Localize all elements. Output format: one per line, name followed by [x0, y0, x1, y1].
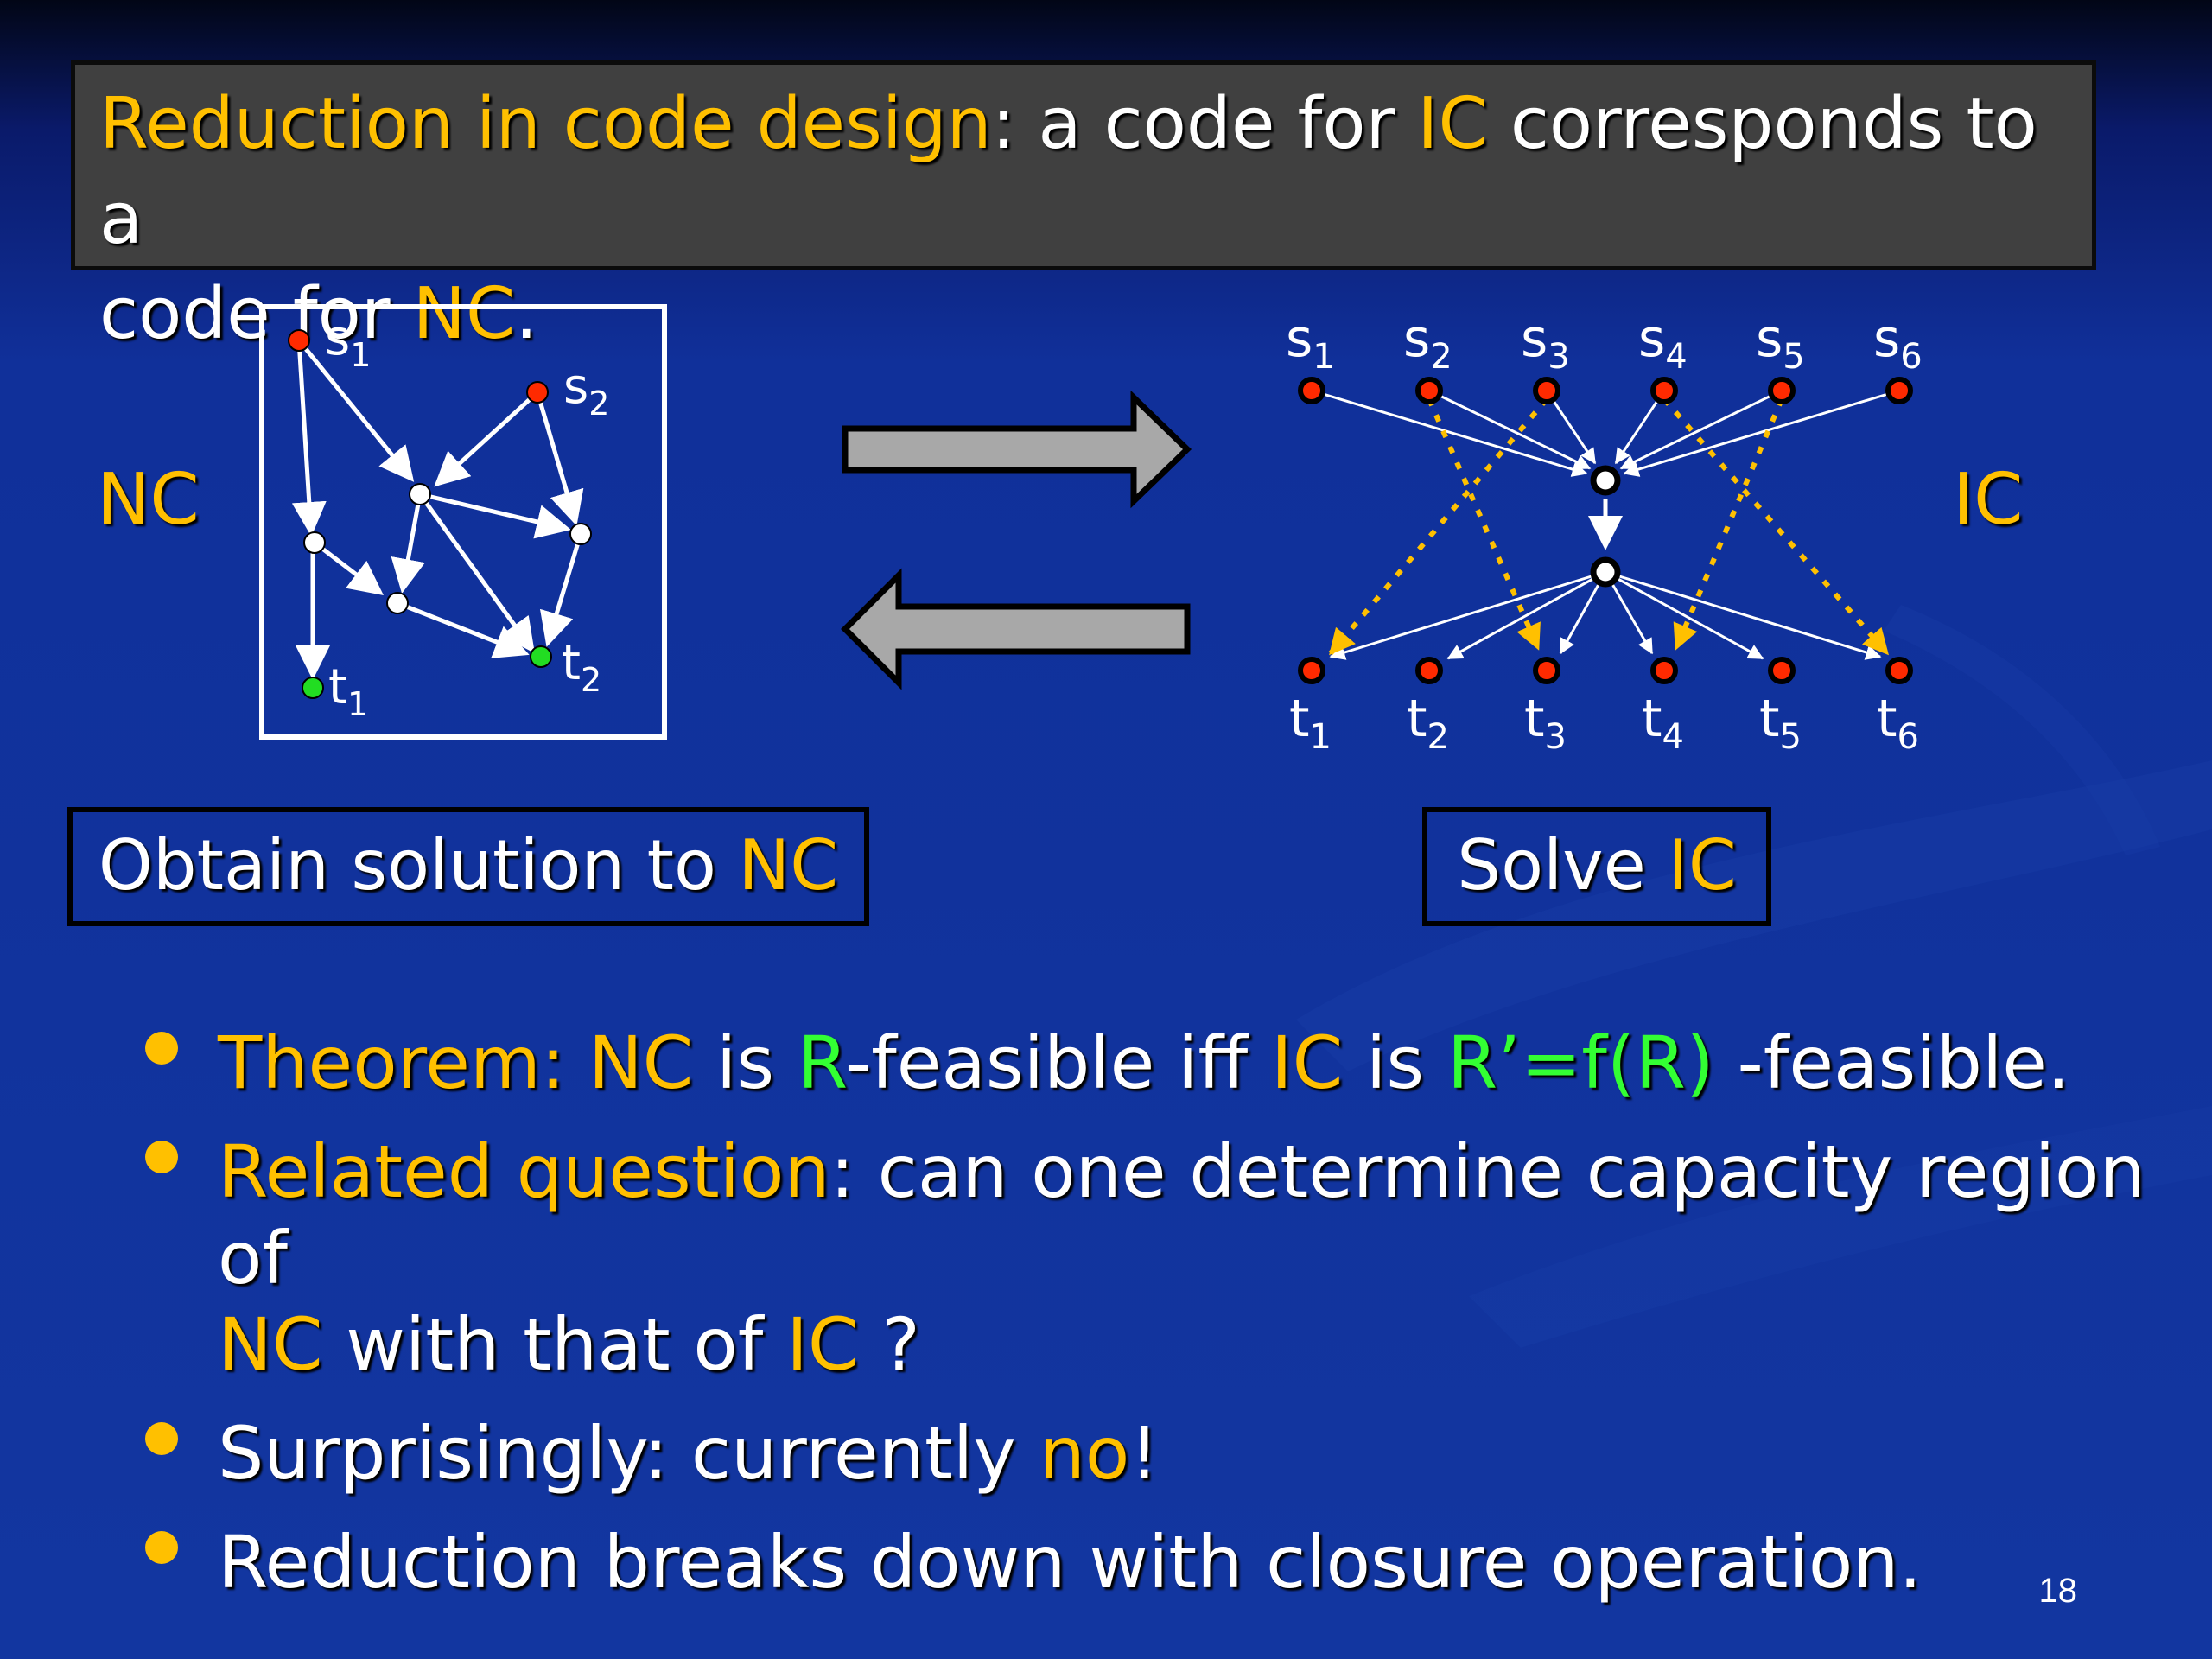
- ic-source-labels: s1 s2 s3 s4 s5 s6: [1286, 308, 1923, 377]
- ic-label-t1: t1: [1289, 689, 1332, 757]
- right-arrow-icon: [842, 390, 1192, 509]
- nc-edge: [417, 493, 535, 654]
- bullet-dot-icon: [145, 1422, 178, 1455]
- nc-edge: [539, 533, 583, 647]
- title-line2c: .: [515, 273, 538, 355]
- caption-left-text: Obtain solution to: [98, 825, 739, 906]
- nc-label-t2: t2: [562, 635, 601, 699]
- ic-edges: [1311, 389, 1900, 660]
- ic-label-s1: s1: [1286, 308, 1335, 377]
- nc-label-s1: s1: [325, 310, 371, 374]
- caption-right-text: Solve: [1457, 825, 1669, 906]
- bullet-dot-icon: [145, 1141, 178, 1173]
- ic-label-t5: t5: [1759, 689, 1802, 757]
- bullet-surprisingly: Surprisingly: currently no!: [138, 1410, 2160, 1497]
- caption-solve-ic: Solve IC: [1422, 807, 1771, 926]
- bullet-dot-icon: [145, 1032, 178, 1065]
- title-part2: : a code for: [991, 83, 1418, 165]
- bullet-dot-icon: [145, 1531, 178, 1564]
- ic-label: IC: [1953, 459, 2024, 541]
- nc-node-s2: [526, 381, 549, 404]
- nc-edges: [291, 339, 584, 680]
- nc-graph-frame: [259, 304, 667, 740]
- nc-label-s2: s2: [563, 359, 609, 423]
- bullet-list: Theorem: NC is R-feasible iff IC is R’=f…: [138, 1020, 2160, 1628]
- ic-label-s3: s3: [1521, 308, 1570, 377]
- ic-sink-labels: t1 t2 t3 t4 t5 t6: [1289, 689, 1919, 757]
- title-line2b: NC: [412, 273, 516, 355]
- nc-edge: [535, 391, 584, 526]
- caption-obtain-solution: Obtain solution to NC: [67, 807, 869, 926]
- ic-label-t3: t3: [1524, 689, 1567, 757]
- ic-sink-nodes: [1298, 657, 1913, 684]
- nc-node: [409, 483, 431, 505]
- title-line2a: code for: [99, 273, 413, 355]
- nc-edge: [313, 541, 384, 596]
- page-number: 18: [2038, 1572, 2078, 1610]
- nc-edge: [297, 339, 415, 482]
- caption-left-nc: NC: [738, 825, 839, 906]
- title-part3: IC: [1417, 83, 1488, 165]
- ic-relay-node: [1590, 556, 1621, 588]
- ic-label-t2: t2: [1407, 689, 1449, 757]
- nc-node-t1: [302, 677, 324, 699]
- nc-edge: [391, 493, 425, 594]
- bullet-reduction-breaks: Reduction breaks down with closure opera…: [138, 1519, 2160, 1605]
- nc-node: [386, 592, 409, 614]
- nc-node-s1: [288, 329, 310, 352]
- title-box: Reduction in code design: a code for IC …: [71, 60, 2096, 355]
- nc-node: [569, 523, 592, 545]
- nc-node-t2: [530, 645, 552, 668]
- title-part4: corresponds to a: [99, 83, 2037, 260]
- nc-edge: [434, 391, 539, 487]
- nc-node: [303, 531, 326, 554]
- ic-label-s2: s2: [1403, 308, 1452, 377]
- ic-label-s5: s5: [1756, 308, 1805, 377]
- nc-label: NC: [97, 459, 200, 541]
- ic-relay-node: [1590, 465, 1621, 496]
- nc-edge: [291, 340, 327, 537]
- bullet-related-question: Related question: can one determine capa…: [138, 1128, 2160, 1388]
- ic-label-s6: s6: [1873, 308, 1923, 377]
- title-part1: Reduction in code design: [99, 83, 992, 165]
- caption-right-ic: IC: [1668, 825, 1737, 906]
- nc-edge: [397, 601, 530, 658]
- nc-edge: [419, 492, 571, 539]
- ic-dotted-edges: [1328, 397, 1890, 656]
- ic-label-t6: t6: [1877, 689, 1919, 757]
- ic-source-nodes: [1298, 377, 1913, 404]
- left-arrow-icon: [841, 568, 1191, 690]
- ic-label-t4: t4: [1642, 689, 1684, 757]
- ic-label-s4: s4: [1638, 308, 1688, 377]
- nc-label-t1: t1: [328, 659, 368, 723]
- bullet-theorem: Theorem: NC is R-feasible iff IC is R’=f…: [138, 1020, 2160, 1106]
